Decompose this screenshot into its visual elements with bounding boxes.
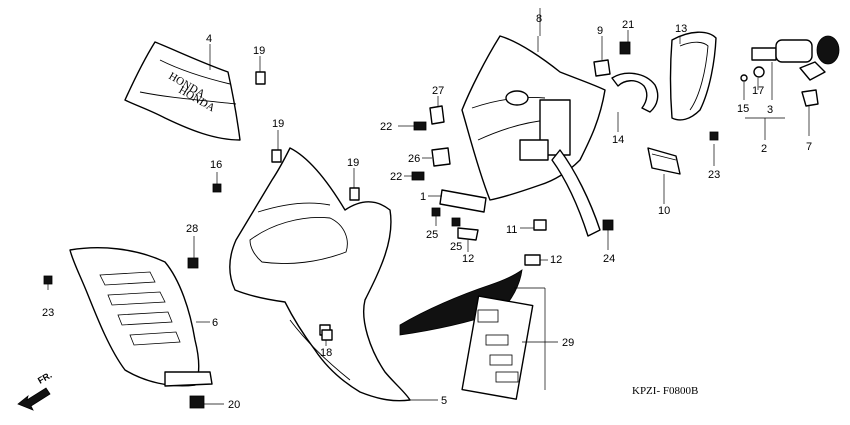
callout-23-a: 23: [42, 307, 54, 319]
callout-25-a: 25: [426, 229, 438, 241]
callout-19-a: 19: [253, 45, 265, 57]
callout-22-b: 22: [390, 171, 402, 183]
clip-part-26: [431, 147, 451, 167]
callout-11: 11: [506, 224, 517, 236]
inner-rack-part-8: [461, 35, 606, 237]
bolt-part-20: [189, 395, 205, 409]
callout-5: 5: [441, 395, 447, 407]
front-arrow-label: FR.: [36, 370, 54, 386]
callout-27: 27: [432, 85, 444, 97]
callout-2: 2: [761, 143, 767, 155]
callout-9: 9: [597, 25, 603, 37]
callout-22-a: 22: [380, 121, 392, 133]
clip-part-27: [429, 105, 445, 125]
callout-19-c: 19: [347, 157, 359, 169]
callout-19-b: 19: [272, 118, 284, 130]
callout-24: 24: [603, 253, 615, 265]
callout-18: 18: [320, 347, 332, 359]
leader-lines: [47, 8, 810, 405]
bolt-part-21: [619, 41, 631, 55]
bracket-part-14: [611, 72, 659, 113]
screw-part-24: [602, 219, 614, 231]
callout-7: 7: [806, 141, 812, 153]
callout-15: 15: [737, 103, 749, 115]
callout-3: 3: [767, 104, 773, 116]
callout-28: 28: [186, 223, 198, 235]
decal-part-29: [399, 269, 534, 400]
callout-13: 13: [675, 23, 687, 35]
callout-10: 10: [658, 205, 670, 217]
hook-frame-part-13: [669, 31, 717, 121]
callout-29: 29: [562, 337, 574, 349]
screw-part-16: [212, 183, 222, 193]
clip-part-7: [801, 89, 819, 107]
clip-part-12-a: [457, 227, 479, 241]
callout-23-b: 23: [708, 169, 720, 181]
bolt-part-28: [187, 257, 199, 269]
callout-8: 8: [536, 13, 542, 25]
callout-20: 20: [228, 399, 240, 411]
callout-14: 14: [612, 134, 624, 146]
callout-16: 16: [210, 159, 222, 171]
diagram-code: KPZI- F0800B: [632, 385, 698, 397]
callout-1: 1: [420, 191, 426, 203]
top-cover-part-4: HONDA HONDA: [124, 41, 241, 141]
bracket-part-1: [439, 189, 487, 213]
key-set-part-2: [740, 35, 840, 82]
clip-part-19-a: [255, 71, 266, 85]
clip-part-18: [321, 329, 333, 341]
clip-part-19-c: [349, 187, 360, 201]
callout-6: 6: [212, 317, 218, 329]
clip-part-19-b: [271, 149, 282, 163]
callout-17: 17: [752, 85, 764, 97]
callout-12-a: 12: [462, 253, 474, 265]
clip-part-9: [593, 59, 611, 77]
lower-cover-part-6: [69, 247, 213, 387]
front-arrow: FR.: [17, 370, 54, 411]
screw-part-25-a: [431, 207, 441, 217]
leg-shield-part-5: [229, 147, 411, 402]
clip-part-11: [533, 219, 547, 231]
callout-labels: 1 2 3 4 5 6 7 8 9 10 11 12 12 13 14 15 1…: [42, 13, 812, 411]
screw-part-25-b: [451, 217, 461, 227]
screw-part-23-a: [43, 275, 53, 285]
callout-26: 26: [408, 153, 420, 165]
callout-21: 21: [622, 19, 634, 31]
screw-part-22-a: [413, 121, 427, 131]
screw-part-22-b: [411, 171, 425, 181]
callout-25-b: 25: [450, 241, 462, 253]
callout-12-b: 12: [550, 254, 562, 266]
callout-4: 4: [206, 33, 212, 45]
clip-part-12-b: [524, 254, 541, 266]
screw-part-23-b: [709, 131, 719, 141]
plate-part-10: [647, 147, 681, 175]
